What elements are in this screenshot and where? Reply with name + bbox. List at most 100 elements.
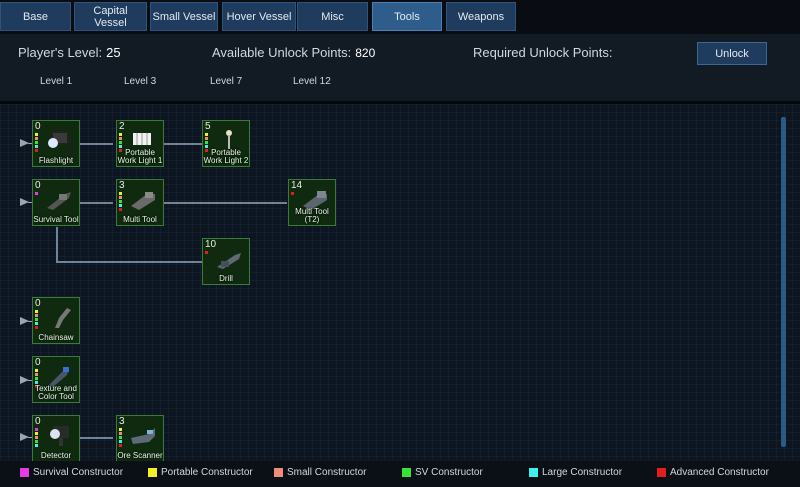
- node-label: Multi Tool (T2): [295, 207, 329, 224]
- required-unlock-points: Required Unlock Points:: [473, 45, 613, 60]
- node-count: 3: [119, 180, 125, 191]
- connector-survival-down: [56, 227, 58, 263]
- tab-capital-vessel[interactable]: Capital Vessel: [74, 2, 147, 31]
- legend-swatch: [657, 468, 666, 477]
- tab-base[interactable]: Base: [0, 2, 71, 31]
- level-column-7[interactable]: Level 7: [210, 76, 243, 87]
- node-count: 0: [35, 298, 41, 309]
- constructor-bars: [205, 133, 208, 153]
- node-label: Portable Work Light 2: [203, 148, 249, 165]
- tab-misc[interactable]: Misc: [297, 2, 368, 31]
- node-label: Detector: [40, 451, 72, 460]
- header-divider: [0, 101, 800, 104]
- node-multi-tool[interactable]: 3 Multi Tool: [116, 179, 164, 226]
- node-count: 5: [205, 121, 211, 132]
- node-portable-work-light-1[interactable]: 2 Portable Work Light 1: [116, 120, 164, 167]
- survival-tool-icon: [47, 192, 71, 210]
- connector-survival-multitool: [80, 202, 113, 204]
- tab-hover-vessel[interactable]: Hover Vessel: [222, 2, 296, 31]
- node-flashlight[interactable]: 0 Flashlight: [32, 120, 80, 167]
- flashlight-icon: [48, 131, 69, 148]
- level-column-3[interactable]: Level 3: [124, 76, 157, 87]
- legend-small-constructor: Small Constructor: [274, 467, 366, 478]
- connector-detector-orescanner: [80, 437, 113, 439]
- node-count: 3: [119, 416, 125, 427]
- ore-scanner-icon: [131, 428, 155, 444]
- constructor-bars: [35, 369, 38, 389]
- available-points-label: Available Unlock Points:: [212, 45, 352, 60]
- connector-survival-drill: [56, 261, 202, 263]
- legend-survival-constructor: Survival Constructor: [20, 467, 123, 478]
- node-ore-scanner[interactable]: 3 Ore Scanner: [116, 415, 164, 462]
- unlock-header: [0, 34, 800, 102]
- node-chainsaw[interactable]: 0 Chainsaw: [32, 297, 80, 344]
- constructor-bars: [35, 133, 38, 153]
- work-light-icon: [133, 133, 151, 145]
- legend-sv-constructor: SV Constructor: [402, 467, 483, 478]
- node-label: Flashlight: [38, 156, 74, 165]
- legend-swatch: [402, 468, 411, 477]
- legend-label: Survival Constructor: [33, 467, 124, 478]
- constructor-bars: [291, 192, 294, 196]
- detector-icon: [50, 426, 69, 446]
- legend-swatch: [529, 468, 538, 477]
- category-tab-bar: Base Capital Vessel Small Vessel Hover V…: [0, 0, 800, 34]
- tab-small-vessel[interactable]: Small Vessel: [150, 2, 218, 31]
- node-detector[interactable]: 0 Detector: [32, 415, 80, 462]
- legend-large-constructor: Large Constructor: [529, 467, 622, 478]
- row-entry-arrow-icon: [20, 317, 42, 325]
- connector-worklight1-worklight2: [164, 143, 202, 145]
- node-count: 14: [291, 180, 303, 191]
- node-count: 0: [35, 357, 41, 368]
- paint-tool-icon: [49, 367, 69, 387]
- connector-flashlight-worklight1: [80, 143, 113, 145]
- multi-tool-icon: [131, 192, 155, 210]
- node-count: 0: [35, 121, 41, 132]
- node-drill[interactable]: 10 Drill: [202, 238, 250, 285]
- legend-label: SV Constructor: [415, 467, 483, 478]
- player-level-value: 25: [106, 45, 121, 60]
- level-column-1[interactable]: Level 1: [40, 76, 73, 87]
- connector-multitool-multitool-t2: [164, 202, 287, 204]
- node-survival-tool[interactable]: 0 Survival Tool: [32, 179, 80, 226]
- constructor-bars: [119, 192, 122, 212]
- node-label: Portable Work Light 1: [117, 148, 163, 165]
- legend-swatch: [274, 468, 283, 477]
- multi-tool-t2-icon: [303, 191, 327, 210]
- row-entry-arrow-icon: [20, 433, 42, 441]
- node-label: Chainsaw: [38, 333, 74, 342]
- legend-portable-constructor: Portable Constructor: [148, 467, 253, 478]
- legend-advanced-constructor: Advanced Constructor: [657, 467, 769, 478]
- constructor-bars: [35, 310, 38, 330]
- level-column-12[interactable]: Level 12: [293, 76, 331, 87]
- tab-weapons[interactable]: Weapons: [446, 2, 516, 31]
- tab-capital-vessel-label: Capital Vessel: [93, 4, 128, 29]
- constructor-legend: [0, 461, 800, 487]
- constructor-bars: [205, 251, 208, 255]
- drill-icon: [217, 253, 241, 269]
- node-label: Survival Tool: [33, 215, 79, 224]
- legend-label: Small Constructor: [287, 467, 367, 478]
- constructor-bars: [119, 133, 122, 153]
- tech-tree-scrollbar[interactable]: [781, 117, 786, 447]
- node-texture-and-color-tool[interactable]: 0 Texture and Color Tool: [32, 356, 80, 403]
- available-unlock-points: Available Unlock Points:820: [212, 45, 375, 60]
- node-label: Multi Tool: [123, 215, 157, 224]
- chainsaw-icon: [55, 308, 71, 328]
- node-label: Texture and Color Tool: [35, 384, 77, 401]
- legend-swatch: [148, 468, 157, 477]
- work-light-lamp-icon: [226, 130, 232, 149]
- node-portable-work-light-2[interactable]: 5 Portable Work Light 2: [202, 120, 250, 167]
- legend-label: Large Constructor: [542, 467, 623, 478]
- node-label: Ore Scanner: [117, 451, 163, 460]
- node-count: 0: [35, 416, 41, 427]
- constructor-bars: [35, 428, 38, 448]
- node-multi-tool-t2[interactable]: 14 Multi Tool (T2): [288, 179, 336, 226]
- unlock-button[interactable]: Unlock: [697, 42, 767, 65]
- constructor-bars: [35, 192, 38, 196]
- player-level: Player's Level:25: [18, 45, 121, 60]
- node-count: 0: [35, 180, 41, 191]
- legend-label: Portable Constructor: [161, 467, 253, 478]
- node-label: Drill: [219, 274, 233, 283]
- tab-tools[interactable]: Tools: [372, 2, 442, 31]
